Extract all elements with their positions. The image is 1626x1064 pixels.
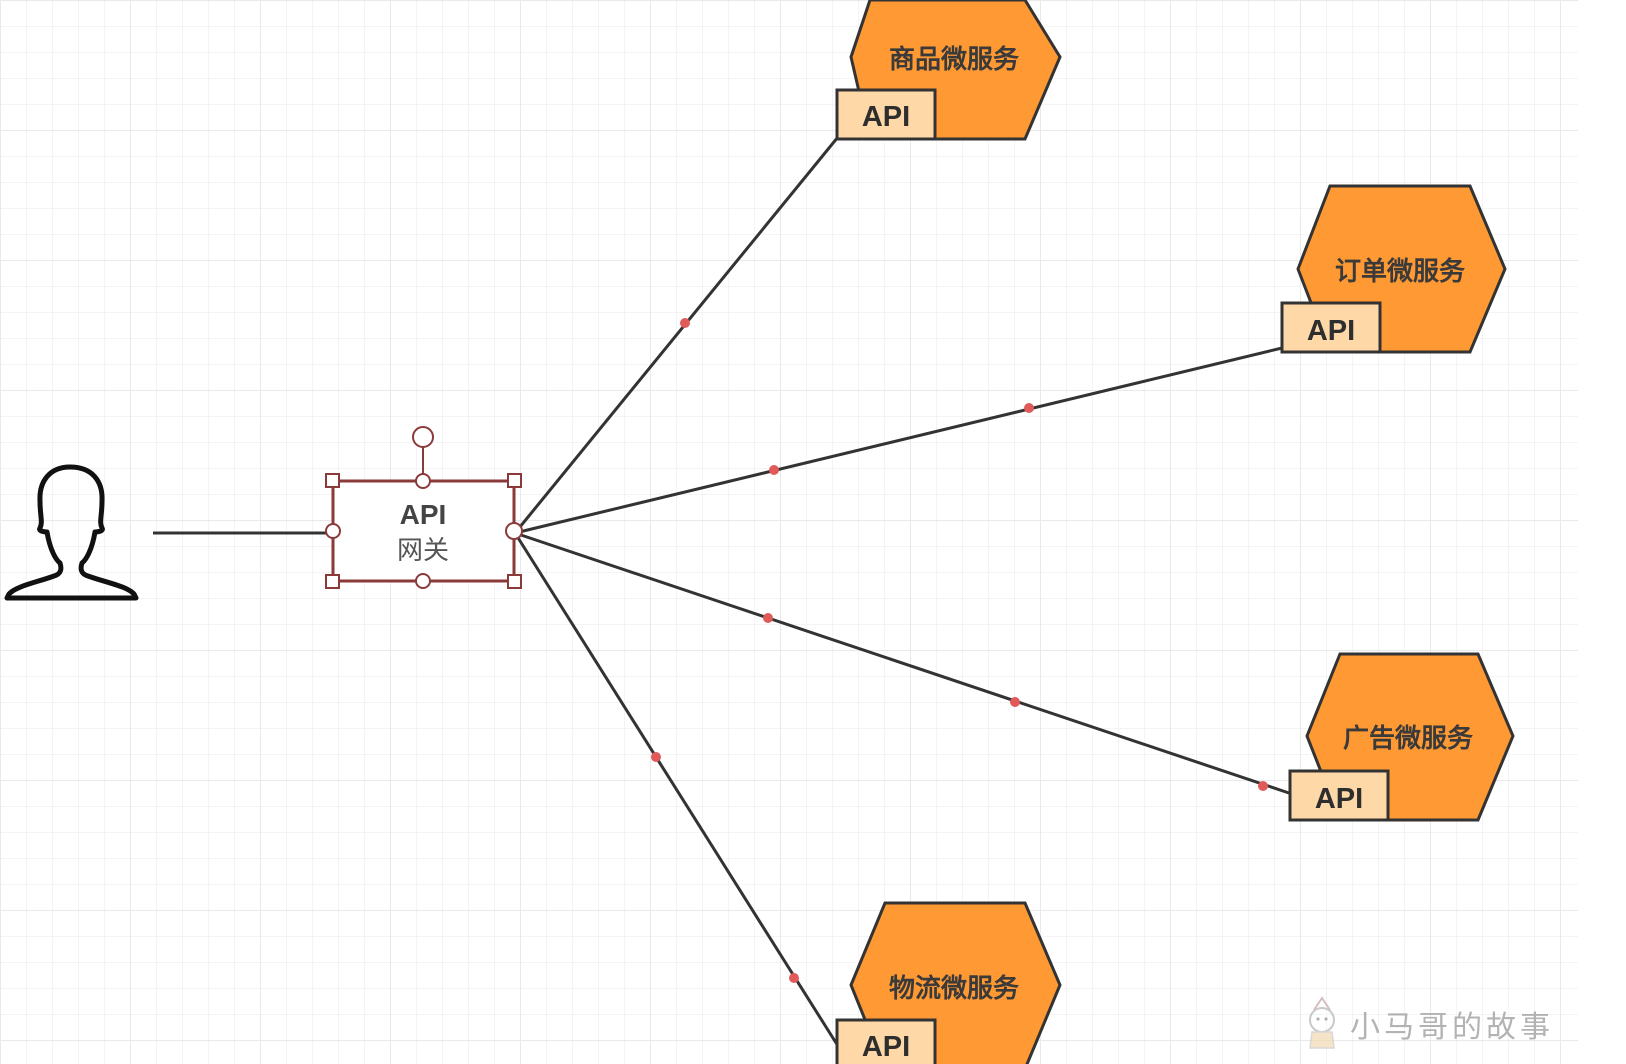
connector-waypoints (651, 318, 1268, 983)
waypoint-dot[interactable] (769, 465, 779, 475)
connector-goods[interactable] (513, 136, 840, 534)
rotate-handle[interactable] (412, 426, 434, 448)
resize-handle-bottom-right[interactable] (507, 574, 522, 589)
connector-order[interactable] (514, 346, 1283, 535)
waypoint-dot[interactable] (1258, 781, 1268, 791)
watermark: 小马哥的故事 (1300, 996, 1554, 1049)
waypoint-dot[interactable] (789, 973, 799, 983)
gateway-subtitle: 网关 (397, 536, 449, 566)
service-node-goods[interactable]: 商品微服务 API (835, 0, 1062, 141)
api-tab-label: API (862, 101, 910, 133)
api-tab-label: API (1315, 783, 1363, 815)
api-tab[interactable] (1288, 769, 1390, 822)
resize-handle-right[interactable] (505, 522, 523, 540)
connector-logistics[interactable] (513, 532, 840, 1047)
api-tab[interactable] (1280, 301, 1382, 354)
gateway-title: API (400, 499, 447, 530)
service-name: 广告微服务 (1343, 723, 1473, 754)
waypoint-dot[interactable] (1024, 403, 1034, 413)
service-node-ad[interactable]: 广告微服务 API (1288, 652, 1515, 822)
watermark-text: 小马哥的故事 (1350, 1010, 1554, 1045)
api-tab-label: API (862, 1031, 910, 1063)
watermark-logo-icon (1309, 996, 1335, 1049)
resize-handle-bottom[interactable] (415, 573, 431, 589)
service-node-logistics[interactable]: 物流微服务 API (835, 901, 1062, 1064)
api-tab[interactable] (835, 1018, 937, 1064)
waypoint-dot[interactable] (651, 752, 661, 762)
service-name: 物流微服务 (889, 973, 1019, 1004)
resize-handle-top[interactable] (415, 473, 431, 489)
waypoint-dot[interactable] (680, 318, 690, 328)
service-name: 订单微服务 (1335, 256, 1465, 287)
api-tab-label: API (1307, 315, 1355, 347)
resize-handle-top-right[interactable] (507, 473, 522, 488)
service-name: 商品微服务 (889, 44, 1019, 75)
waypoint-dot[interactable] (1010, 697, 1020, 707)
grid-background (0, 0, 1578, 1064)
connectors (513, 136, 1290, 1047)
resize-handle-left[interactable] (325, 523, 341, 539)
user-icon[interactable] (4, 464, 139, 601)
resize-handle-bottom-left[interactable] (325, 574, 340, 589)
waypoint-dot[interactable] (763, 613, 773, 623)
api-gateway-node[interactable]: API 网关 (325, 426, 523, 589)
api-tab[interactable] (835, 88, 937, 141)
resize-handle-top-left[interactable] (325, 473, 340, 488)
service-node-order[interactable]: 订单微服务 API (1280, 184, 1507, 354)
connector-ad[interactable] (514, 531, 1290, 795)
